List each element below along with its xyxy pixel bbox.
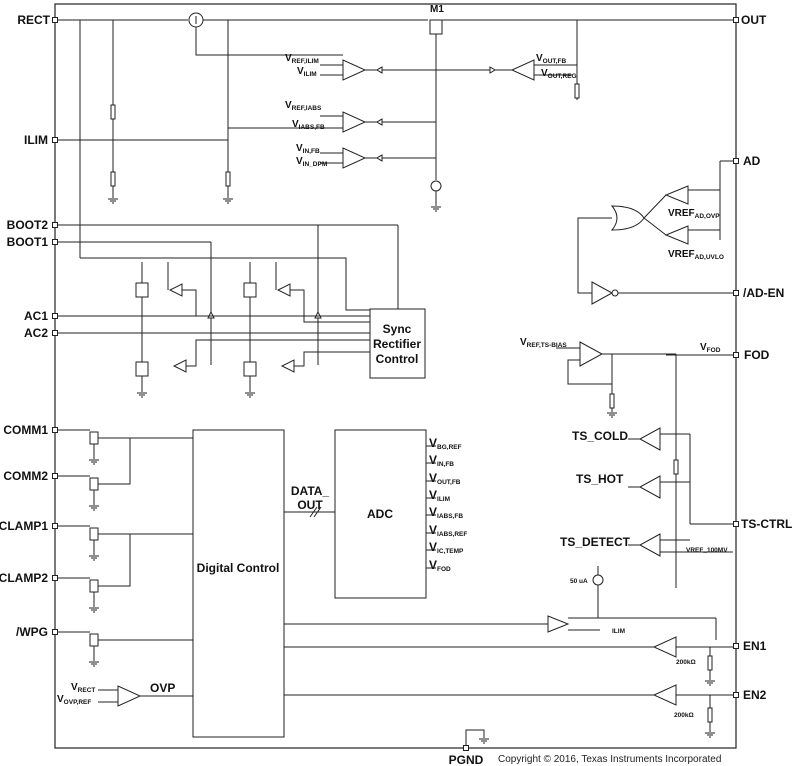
svg-text:VILIM: VILIM bbox=[297, 66, 317, 78]
svg-text:Sync: Sync bbox=[383, 322, 412, 336]
pin-ac2: AC2 bbox=[24, 326, 48, 340]
pin-ac1: AC1 bbox=[24, 309, 48, 323]
data-out-label: DATA_ bbox=[291, 484, 330, 498]
m1-transistor-icon bbox=[429, 19, 443, 35]
svg-text:VILIM: VILIM bbox=[429, 488, 450, 503]
current-source-icon bbox=[430, 180, 442, 192]
copyright-text: Copyright © 2016, Texas Instruments Inco… bbox=[498, 754, 721, 765]
adc-label: ADC bbox=[367, 507, 393, 521]
svg-text:VIN,FB: VIN,FB bbox=[429, 453, 454, 468]
right-pins: OUT AD /AD-EN FOD TS-CTRL EN1 EN2 bbox=[733, 13, 792, 702]
sync-rectifier-section: Sync Rectifier Control bbox=[58, 224, 426, 398]
svg-text:VREFAD,UVLO: VREFAD,UVLO bbox=[668, 249, 724, 261]
pin-comm1: COMM1 bbox=[3, 423, 48, 437]
sync-rectifier-control bbox=[369, 308, 426, 379]
svg-text:VIN_DPM: VIN_DPM bbox=[296, 156, 327, 168]
svg-text:VBG,REF: VBG,REF bbox=[429, 436, 462, 451]
pin-ilim: ILIM bbox=[24, 133, 48, 147]
data-out-label-2: OUT bbox=[297, 498, 323, 512]
svg-text:VIABS,FB: VIABS,FB bbox=[429, 505, 463, 520]
svg-text:VIC,TEMP: VIC,TEMP bbox=[429, 540, 464, 555]
ts-bias: VREF,TS-BIAS VFOD bbox=[520, 337, 733, 588]
m1-label: M1 bbox=[430, 4, 444, 15]
pin-clamp1: CLAMP1 bbox=[0, 519, 48, 533]
adc-inputs: VBG,REF VIN,FB VOUT,FB VILIM VIABS,FB VI… bbox=[426, 436, 467, 573]
svg-text:VFOD: VFOD bbox=[429, 558, 451, 573]
comm-clamp-switches bbox=[58, 429, 193, 667]
svg-text:200kΩ: 200kΩ bbox=[676, 659, 696, 666]
svg-text:VIABS,REF: VIABS,REF bbox=[429, 523, 467, 538]
pin-pgnd: PGND bbox=[449, 753, 484, 766]
ad-section: VREFAD,OVP VREFAD,UVLO bbox=[577, 160, 733, 305]
svg-text:VIN,FB: VIN,FB bbox=[296, 143, 320, 155]
vref-100mv-label: VREF_100MV bbox=[686, 547, 728, 554]
svg-text:Rectifier: Rectifier bbox=[373, 337, 421, 351]
comparator-ilim: VREF,ILIM VILIM bbox=[285, 53, 512, 81]
en-section: ILIM 200kΩ 200kΩ bbox=[284, 615, 733, 738]
comparator-vout: VOUT,FB VOUT,REG bbox=[510, 53, 577, 81]
svg-text:200kΩ: 200kΩ bbox=[674, 712, 694, 719]
pin-comm2: COMM2 bbox=[3, 469, 48, 483]
pin-ad-en: /AD-EN bbox=[743, 286, 784, 300]
svg-text:VOUT,REG: VOUT,REG bbox=[541, 68, 577, 80]
ovp-label: OVP bbox=[150, 681, 175, 695]
svg-text:VREF,TS-BIAS: VREF,TS-BIAS bbox=[520, 337, 567, 349]
svg-text:VOUT,FB: VOUT,FB bbox=[429, 471, 461, 486]
ts-hot-label: TS_HOT bbox=[576, 472, 624, 486]
svg-text:VRECT: VRECT bbox=[71, 682, 95, 694]
pin-out: OUT bbox=[741, 13, 767, 27]
pin-ts-ctrl: TS-CTRL bbox=[741, 517, 792, 531]
svg-text:VREF,IABS: VREF,IABS bbox=[285, 100, 322, 112]
svg-text:Control: Control bbox=[376, 352, 419, 366]
svg-text:VREF,ILIM: VREF,ILIM bbox=[285, 53, 319, 65]
digital-control-label: Digital Control bbox=[197, 561, 280, 575]
pin-ad: AD bbox=[743, 154, 761, 168]
digital-control-block bbox=[192, 429, 285, 738]
current-source-50ua: 50 uA bbox=[570, 566, 604, 618]
pin-boot2: BOOT2 bbox=[7, 218, 49, 232]
svg-text:ILIM: ILIM bbox=[612, 628, 625, 635]
pin-en1: EN1 bbox=[743, 639, 767, 653]
chip-outline bbox=[54, 3, 737, 749]
pin-rect: RECT bbox=[17, 13, 50, 27]
left-pins: RECT ILIM BOOT2 BOOT1 AC1 AC2 COMM1 COMM… bbox=[0, 13, 58, 639]
svg-text:VOUT,FB: VOUT,FB bbox=[536, 53, 566, 65]
pin-en2: EN2 bbox=[743, 688, 767, 702]
ts-detect-label: TS_DETECT bbox=[560, 535, 631, 549]
pin-wpg: /WPG bbox=[16, 625, 48, 639]
or-gate-icon bbox=[610, 205, 645, 231]
pin-fod: FOD bbox=[744, 348, 770, 362]
pin-boot1: BOOT1 bbox=[7, 235, 49, 249]
ts-cold-label: TS_COLD bbox=[572, 429, 628, 443]
svg-text:VREFAD,OVP: VREFAD,OVP bbox=[668, 208, 720, 220]
adc-block bbox=[334, 429, 427, 599]
svg-text:VOVP,REF: VOVP,REF bbox=[57, 694, 91, 706]
comparator-iabs: VREF,IABS VIABS,FB bbox=[285, 100, 436, 133]
svg-text:VIABS,FB: VIABS,FB bbox=[292, 119, 325, 131]
ts-comparators: TS_COLD TS_HOT TS_DETECT VREF_100MV bbox=[560, 427, 733, 557]
pin-clamp2: CLAMP2 bbox=[0, 571, 48, 585]
comparator-vin: VIN,FB VIN_DPM bbox=[296, 143, 436, 169]
ovp-comparator: VRECT VOVP,REF OVP bbox=[57, 681, 193, 707]
svg-text:VFOD: VFOD bbox=[700, 342, 721, 354]
svg-text:50 uA: 50 uA bbox=[570, 578, 588, 585]
power-path: M1 bbox=[58, 4, 733, 258]
